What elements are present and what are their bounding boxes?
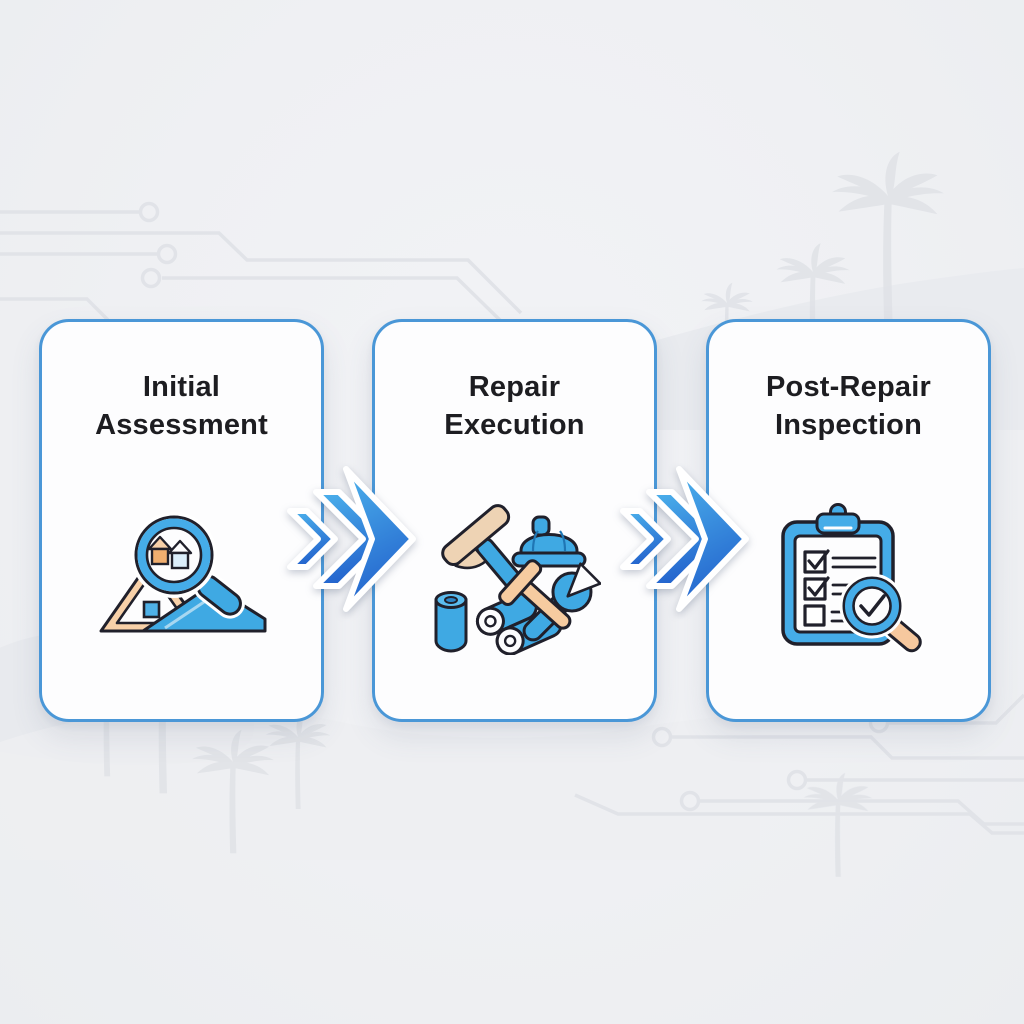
step-title: Repair Execution	[444, 371, 585, 441]
step-card-initial-assessment: Initial Assessment	[39, 319, 324, 722]
step-title: Initial Assessment	[95, 371, 268, 441]
triple-chevron-right-icon	[617, 466, 749, 617]
step-card-post-repair-inspection: Post-Repair Inspection	[706, 319, 991, 722]
triple-chevron-right-icon	[284, 466, 416, 617]
step-card-repair-execution: Repair Execution	[372, 319, 657, 722]
repair-tools-icon	[375, 494, 654, 664]
step-title: Post-Repair Inspection	[766, 371, 931, 441]
circuit-trace-decoration	[0, 201, 1024, 835]
checklist-magnifier-icon	[709, 494, 988, 664]
roof-magnifier-icon	[42, 494, 321, 664]
